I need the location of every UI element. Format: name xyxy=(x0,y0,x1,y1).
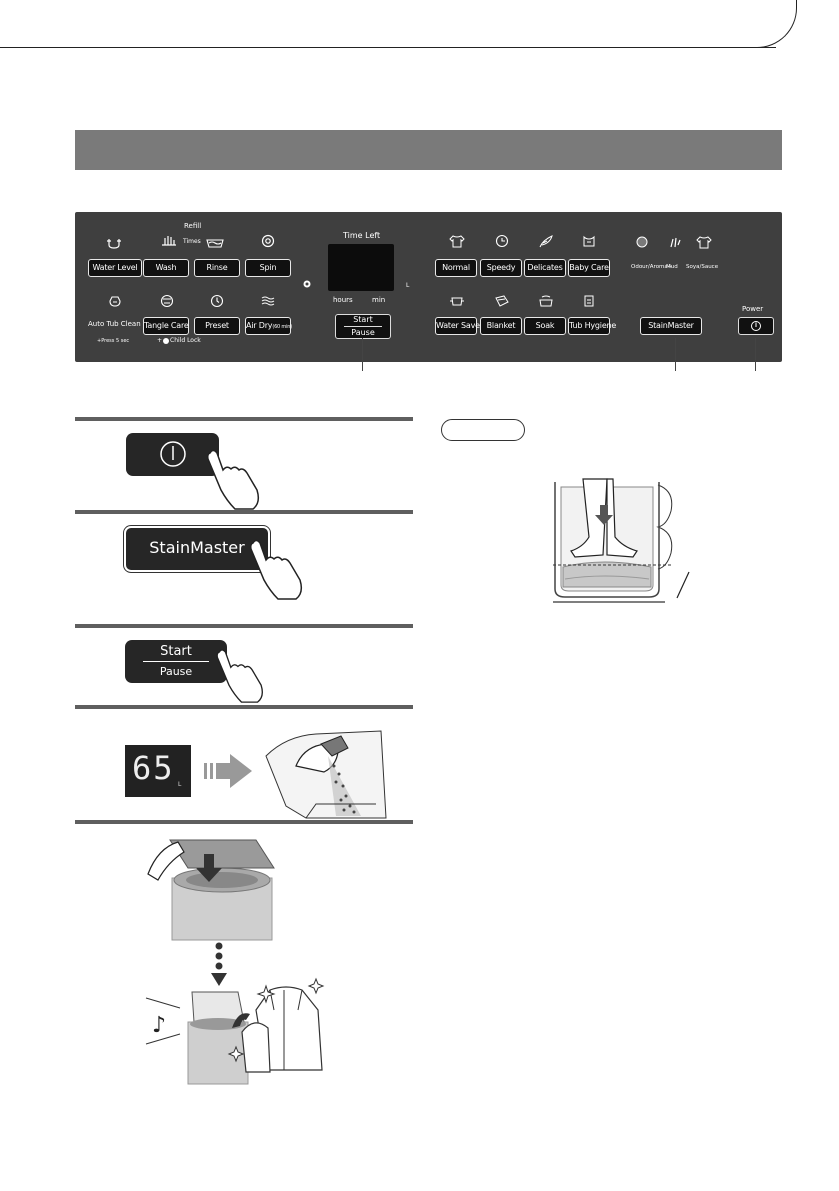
tub-load-illustration xyxy=(553,477,693,607)
slash-mark xyxy=(673,570,693,600)
preset-clock-icon xyxy=(206,294,228,308)
tub-hygiene-icon xyxy=(578,294,600,308)
blanket-icon xyxy=(491,294,513,308)
air-dry-button[interactable]: Air Dry(60 min) xyxy=(245,317,291,335)
power-icon xyxy=(750,320,762,332)
rinse-button[interactable]: Rinse xyxy=(194,259,240,277)
odour-aroma-icon xyxy=(631,235,653,249)
preset-button[interactable]: Preset xyxy=(194,317,240,335)
step-divider-3 xyxy=(75,624,413,628)
power-icon xyxy=(159,440,187,468)
program-water-save-button[interactable]: Water Save xyxy=(435,317,477,335)
min-label: min xyxy=(372,296,385,304)
close-lid-illustration xyxy=(148,838,276,940)
delicates-feather-icon xyxy=(535,234,557,248)
soya-sauce-shirt-icon xyxy=(693,235,715,249)
pressing-hand-icon xyxy=(214,645,269,703)
stain-option-soya-sauce: Soya/Sauce xyxy=(686,264,718,270)
power-button[interactable] xyxy=(738,317,774,335)
press-note: +Press 5 sec xyxy=(97,338,129,344)
program-baby-care-button[interactable]: Baby Care xyxy=(568,259,610,277)
tangle-care-button[interactable]: Tangle Care xyxy=(143,317,189,335)
water-level-icon xyxy=(103,236,125,250)
water-save-icon xyxy=(446,294,468,308)
stainmaster-button[interactable]: StainMaster xyxy=(640,317,702,335)
step-stainmaster-label: StainMaster xyxy=(126,538,268,557)
normal-shirt-icon xyxy=(446,234,468,248)
auto-tub-clean-label: Auto Tub Clean xyxy=(88,320,141,328)
child-lock-indicator-icon xyxy=(303,280,311,288)
pointer-power xyxy=(755,338,756,371)
step-divider-1 xyxy=(75,417,413,421)
start-pause-button[interactable]: Start Pause xyxy=(335,314,391,339)
baby-care-icon xyxy=(578,234,600,248)
speedy-icon xyxy=(491,234,513,248)
program-blanket-button[interactable]: Blanket xyxy=(480,317,522,335)
step-start-label: Start xyxy=(125,644,227,659)
page-corner-curve xyxy=(756,0,797,48)
display-value: 65 xyxy=(132,749,175,787)
section-header-band xyxy=(75,130,782,170)
note-badge xyxy=(441,419,525,441)
stain-option-mud: Mud xyxy=(666,264,678,270)
wash-icon xyxy=(158,234,180,248)
water-level-button[interactable]: Water Level xyxy=(88,259,142,277)
page-top-rule xyxy=(0,47,776,48)
refill-label: Refill xyxy=(184,222,201,230)
program-normal-button[interactable]: Normal xyxy=(435,259,477,277)
wash-button[interactable]: Wash xyxy=(143,259,189,277)
svg-text:♪: ♪ xyxy=(152,1013,166,1038)
step-start-pause-button: Start Pause xyxy=(125,640,227,683)
hours-label: hours xyxy=(333,296,353,304)
laundry-done-illustration: ♪ xyxy=(146,980,332,1084)
step-water-level-display: 65 L xyxy=(125,745,191,797)
pressing-hand-icon xyxy=(205,445,265,510)
spin-button[interactable]: Spin xyxy=(245,259,291,277)
child-lock-label: +Child Lock xyxy=(157,337,201,344)
program-delicates-button[interactable]: Delicates xyxy=(524,259,566,277)
pointer-stainmaster xyxy=(675,338,676,371)
program-tub-hygiene-button[interactable]: Tub Hygiene xyxy=(568,317,610,335)
program-speedy-button[interactable]: Speedy xyxy=(480,259,522,277)
tangle-care-icon xyxy=(156,294,178,308)
step-divider-2 xyxy=(75,510,413,514)
display-liter-unit: L xyxy=(406,282,409,289)
pointer-start xyxy=(362,338,363,371)
program-soak-button[interactable]: Soak xyxy=(524,317,566,335)
mud-icon xyxy=(663,235,685,249)
step-divider-4 xyxy=(75,705,413,709)
time-left-label: Time Left xyxy=(343,231,380,240)
step-pause-label: Pause xyxy=(125,665,227,678)
spin-icon xyxy=(257,234,279,248)
rinse-icon xyxy=(204,236,226,250)
time-display xyxy=(328,244,394,291)
auto-tub-clean-icon xyxy=(104,294,126,308)
soak-icon xyxy=(535,294,557,308)
power-label: Power xyxy=(742,305,763,313)
times-label: Times xyxy=(183,238,201,245)
display-unit: L xyxy=(178,781,181,788)
pressing-hand-icon xyxy=(248,535,308,600)
step-divider-5 xyxy=(75,820,413,824)
arrow-right-icon xyxy=(204,752,254,790)
air-dry-icon xyxy=(258,294,280,308)
pour-detergent-illustration xyxy=(266,726,386,818)
